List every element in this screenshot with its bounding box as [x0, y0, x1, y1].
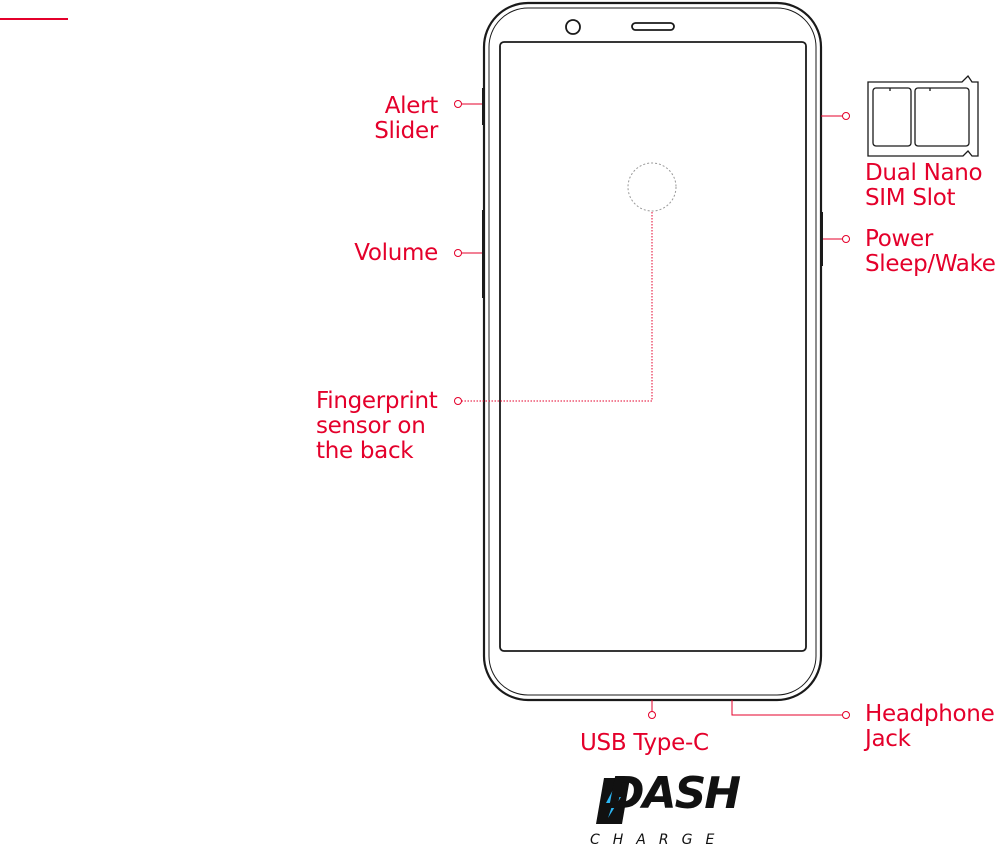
- usb-marker: [648, 711, 656, 719]
- volume-marker: [454, 249, 462, 257]
- phone-outline: [482, 1, 823, 702]
- front-camera: [565, 19, 581, 35]
- headphone-marker: [842, 711, 850, 719]
- power-marker: [842, 235, 850, 243]
- dash-charge-logo: DASH CHARGE: [590, 768, 741, 854]
- power-button: [820, 212, 823, 266]
- alert-slider-button: [482, 88, 485, 125]
- volume-label: Volume: [354, 240, 438, 266]
- earpiece: [631, 22, 675, 31]
- fingerprint-marker: [454, 397, 462, 405]
- logo-word: DASH: [608, 768, 741, 819]
- top-rule: [0, 18, 68, 20]
- sim-tray-icon: [867, 74, 979, 157]
- usb-label: USB Type-C: [580, 730, 709, 756]
- alert-slider-marker: [454, 100, 462, 108]
- fingerprint-sensor-icon: [627, 162, 677, 212]
- volume-button: [482, 210, 485, 298]
- sim-slot-marker: [842, 112, 850, 120]
- logo-subtext: CHARGE: [590, 832, 728, 848]
- bolt-icon: [596, 778, 630, 824]
